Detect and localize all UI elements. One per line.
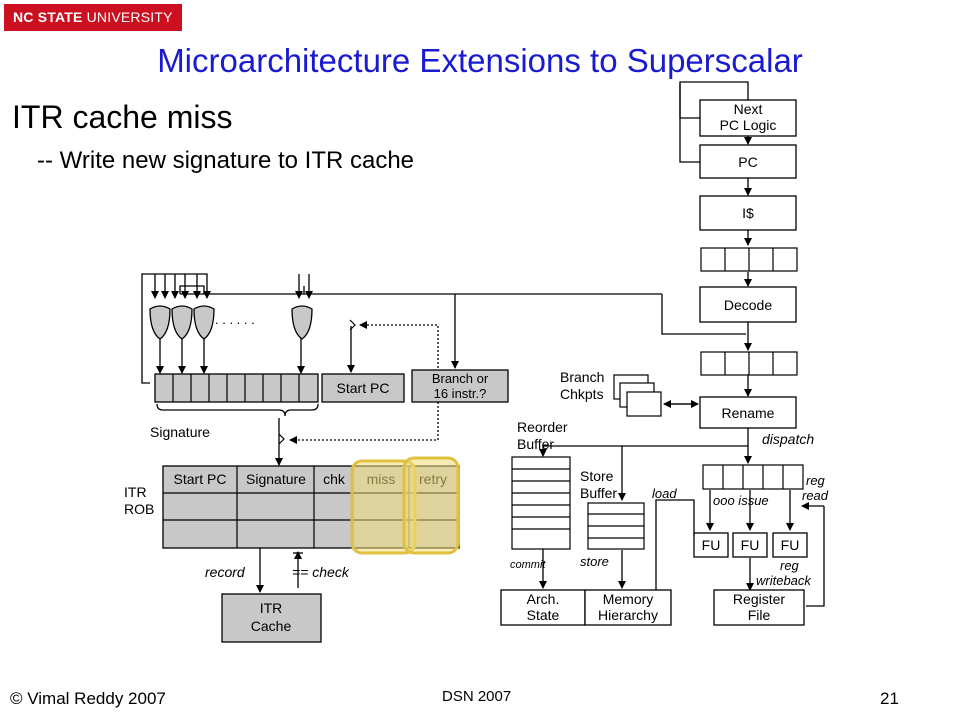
start-pc-register [321, 373, 405, 403]
load-label: load [652, 486, 677, 501]
decode-label: Decode [724, 297, 772, 313]
itr-cache-line1: ITR [260, 600, 283, 616]
or-gates [149, 305, 313, 340]
dispatch-label: dispatch [762, 431, 814, 447]
reg-writeback-line1: reg [780, 558, 800, 573]
ooo-issue-label: ooo issue [713, 493, 769, 508]
register-file-line2: File [748, 607, 771, 623]
branch-chkpts-line1: Branch [560, 369, 604, 385]
icache-label: I$ [742, 205, 754, 221]
store-buffer-line1: Store [580, 468, 614, 484]
reorder-buffer [511, 456, 571, 550]
slide-title: Microarchitecture Extensions to Supersca… [157, 42, 803, 79]
itr-wiring [141, 273, 746, 593]
university-logo: NC STATE UNIVERSITY [4, 4, 182, 31]
pc-label: PC [738, 154, 757, 170]
pipeline-latches [700, 247, 804, 490]
branch-checkpoints [613, 374, 662, 417]
store-buffer-line2: Buffer [580, 485, 617, 501]
arch-state-line1: Arch. [527, 591, 560, 607]
start-pc-register-label: Start PC [337, 380, 390, 396]
logo-bold: NC STATE [13, 9, 83, 25]
memory-hierarchy-line1: Memory [603, 591, 654, 607]
itr-cache-box [221, 593, 322, 643]
rob-col-chk: chk [323, 471, 346, 487]
fu-2-label: FU [741, 537, 760, 553]
reg-read-line2: read [802, 488, 829, 503]
signature-register [154, 373, 319, 403]
memory-hierarchy-line2: Hierarchy [598, 607, 658, 623]
branch-detector-line1: Branch or [432, 371, 489, 386]
logo-rest: UNIVERSITY [82, 9, 173, 25]
store-label: store [580, 554, 609, 569]
reorder-buffer-line1: Reorder [517, 419, 568, 435]
footer-conference: DSN 2007 [442, 688, 512, 705]
enable-marks [278, 319, 356, 445]
record-label: record [205, 564, 246, 580]
signature-register-dividers [172, 374, 300, 402]
rename-label: Rename [722, 405, 775, 421]
commit-label: commit [510, 559, 546, 571]
branch-detector-line2: 16 instr.? [434, 386, 487, 401]
itr-cache-line2: Cache [251, 618, 292, 634]
signature-label: Signature [150, 424, 210, 440]
reg-writeback-line2: writeback [756, 573, 812, 588]
itr-rob-label-line1: ITR [124, 484, 147, 500]
rob-col-signature: Signature [246, 471, 306, 487]
slide-bullet: -- Write new signature to ITR cache [37, 147, 415, 174]
itr-rob-label-line2: ROB [124, 501, 154, 517]
arch-state-line2: State [527, 607, 560, 623]
register-file-line1: Register [733, 591, 785, 607]
branch-detector [411, 369, 509, 403]
next-pc-line2: PC Logic [720, 117, 777, 133]
footer-author: © Vimal Reddy 2007 [10, 689, 166, 708]
pipeline-wiring [539, 81, 825, 624]
reorder-buffer-line2: Buffer [517, 436, 554, 452]
rob-col-start-pc: Start PC [174, 471, 227, 487]
retry-column-highlight [402, 456, 460, 555]
reg-read-line1: reg [806, 473, 826, 488]
check-label: == check [292, 564, 350, 580]
slide-heading: ITR cache miss [12, 99, 233, 135]
fu-3-label: FU [781, 537, 800, 553]
control-lines [289, 321, 439, 444]
store-buffer [587, 502, 645, 550]
page-number: 21 [880, 689, 899, 708]
gate-ellipsis: . . . . . . [215, 312, 255, 327]
branch-chkpts-line2: Chkpts [560, 386, 604, 402]
next-pc-line1: Next [734, 101, 763, 117]
pipeline-boxes [500, 99, 808, 626]
fu-1-label: FU [702, 537, 721, 553]
